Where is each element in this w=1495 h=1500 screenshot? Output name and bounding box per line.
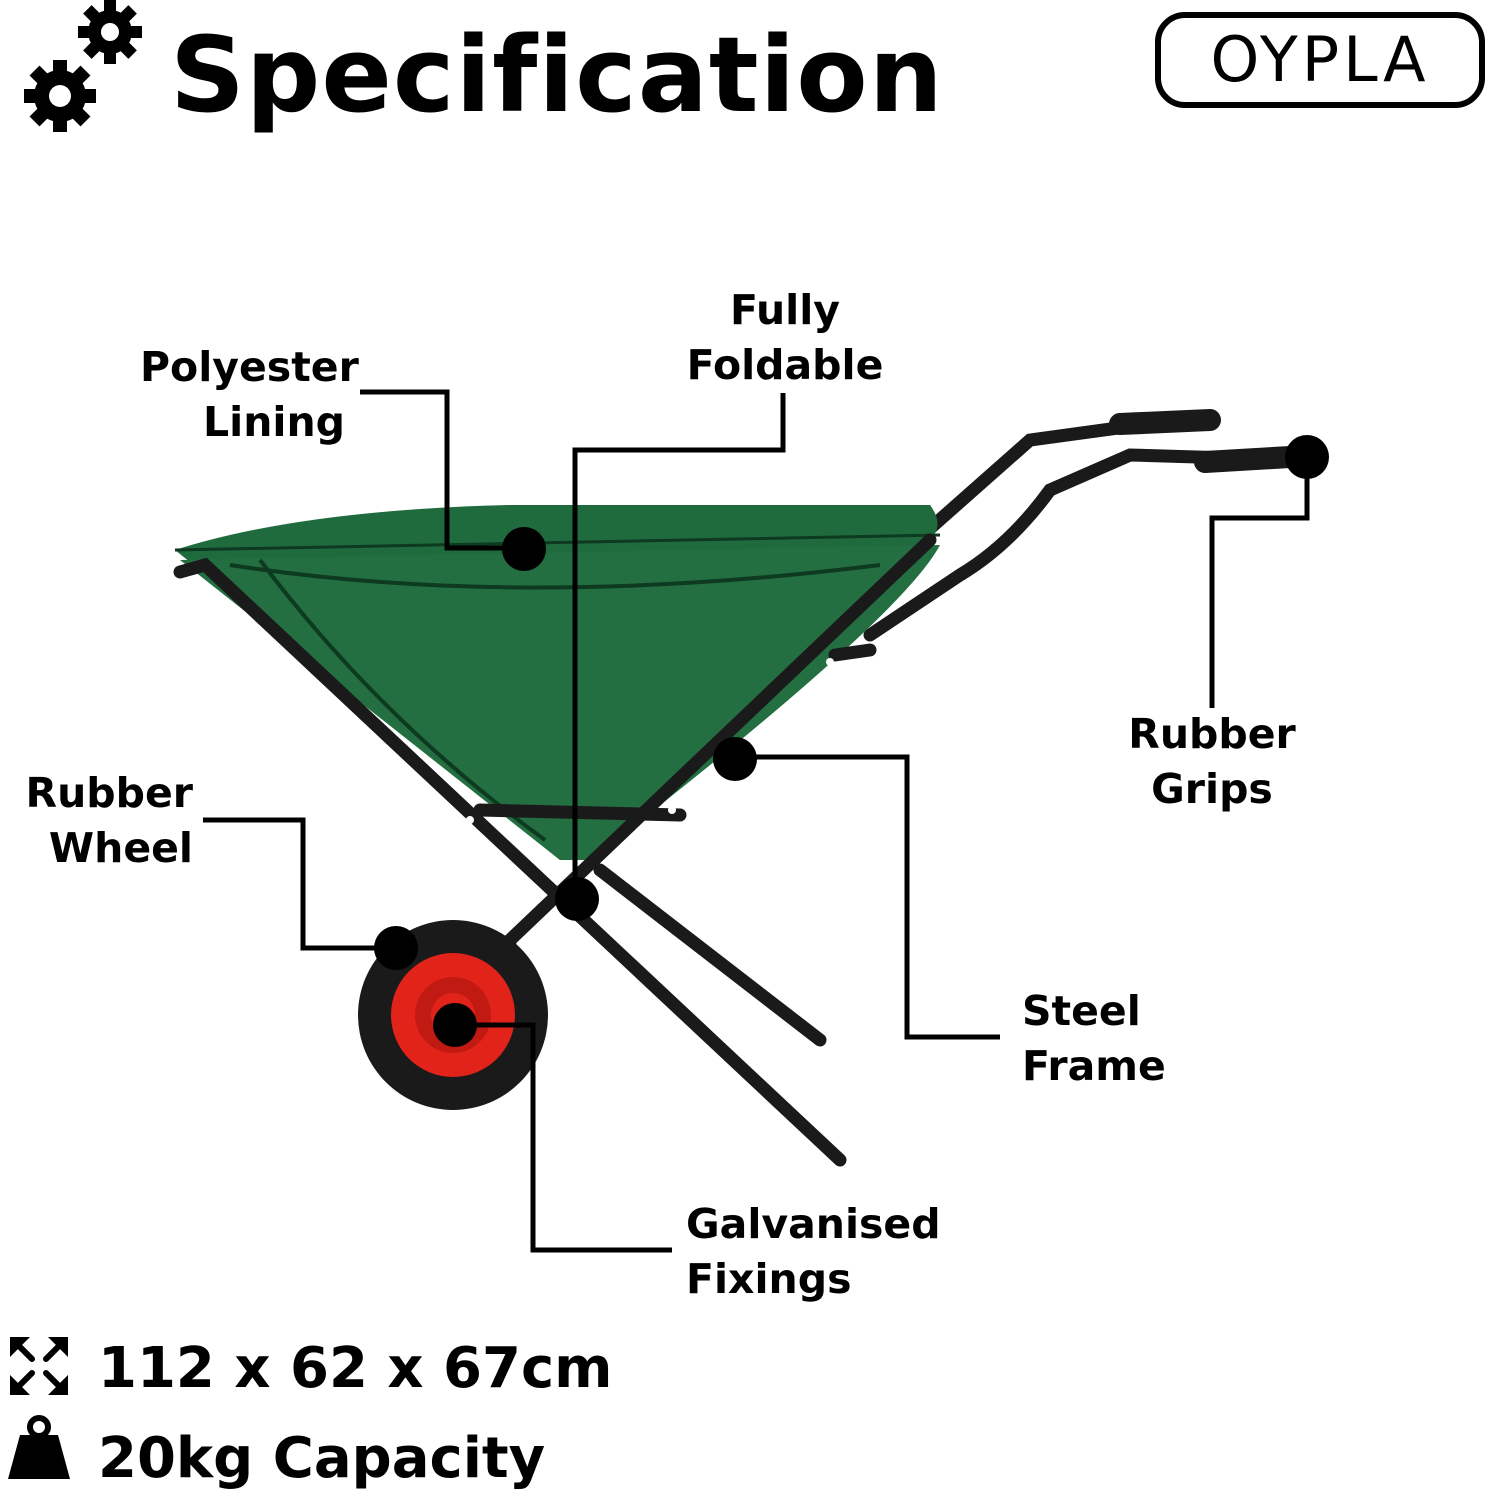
page-title: Specification [170, 14, 944, 136]
callout-galvanised-fixings: Galvanised Fixings [686, 1200, 941, 1303]
gears-icon [24, 0, 142, 132]
callout-polyester-lining: Polyester Lining [140, 343, 359, 446]
callout-steel-frame: Steel Frame [1022, 987, 1166, 1090]
spec-dimensions: 112 x 62 x 67cm [98, 1336, 613, 1401]
callout-rubber-grips: Rubber Grips [1128, 710, 1296, 813]
callout-rubber-wheel: Rubber Wheel [25, 769, 193, 872]
brand-logo: OYPLA [1155, 12, 1485, 108]
expand-arrows-icon [10, 1337, 68, 1395]
weight-icon [8, 1415, 70, 1479]
spec-capacity: 20kg Capacity [98, 1426, 546, 1491]
callout-fully-foldable: Fully Foldable [686, 286, 884, 389]
